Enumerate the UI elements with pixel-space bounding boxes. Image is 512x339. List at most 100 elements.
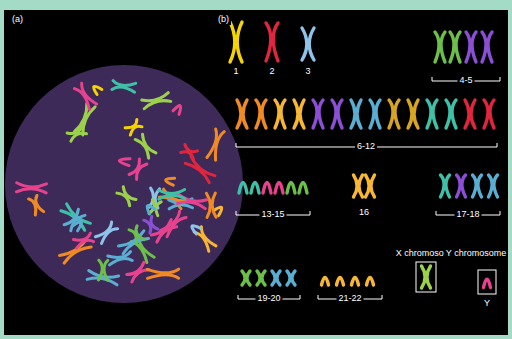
chromosome [108, 252, 132, 265]
chromosome [237, 100, 247, 128]
group-label: 13-15 [259, 209, 286, 220]
chromosome [366, 175, 375, 197]
chromatid [212, 193, 216, 217]
chromosome [230, 22, 242, 62]
chromosome [450, 32, 460, 62]
chromosome [275, 100, 285, 128]
cell-nucleus [5, 65, 243, 303]
chromosome [352, 278, 359, 286]
chromatid [337, 278, 344, 286]
chromatid [256, 100, 260, 128]
chromatid [427, 266, 431, 288]
chromosome-number: 1 [231, 66, 240, 77]
chromatid [275, 100, 279, 128]
chromosome [482, 32, 492, 62]
chromosome [332, 100, 342, 128]
chromosome [351, 100, 361, 128]
chromosome [422, 266, 431, 288]
chromosome [95, 222, 117, 243]
chromatid [165, 177, 175, 185]
chromatid [462, 175, 466, 197]
chromatid [109, 257, 132, 265]
chromatid [351, 100, 355, 128]
chromatid [466, 32, 470, 62]
chromosome [272, 271, 280, 285]
chromatid [484, 279, 491, 287]
chromatid [262, 271, 265, 285]
chromatid [395, 100, 399, 128]
chromosome [287, 271, 295, 285]
chromosome [16, 183, 46, 193]
chromatid [257, 271, 260, 285]
chromatid [472, 32, 476, 62]
chromosome [337, 278, 344, 286]
chromosome-number: 16 [357, 207, 371, 218]
chromatid [465, 100, 469, 128]
black-panel [4, 10, 508, 335]
chromatid [173, 104, 183, 114]
chromatid [190, 223, 201, 234]
group-label: 19-20 [255, 293, 282, 304]
chromatid [242, 271, 245, 285]
chromosome [206, 193, 216, 217]
chromosome [287, 183, 295, 194]
chromosome [367, 278, 374, 286]
chromatid [275, 183, 283, 194]
chromatid [389, 100, 393, 128]
chromatid [299, 183, 307, 194]
chromatid [230, 22, 235, 62]
chromosome [207, 129, 224, 160]
chromosome [135, 134, 156, 158]
chromosome [125, 119, 142, 135]
chromatid [145, 204, 155, 214]
chromatid [422, 266, 426, 288]
chromosome [275, 183, 283, 194]
chromatid [281, 100, 285, 128]
chromosome [251, 183, 259, 194]
chromatid [277, 271, 280, 285]
chromatid [134, 226, 144, 241]
chromatid [272, 271, 275, 285]
chromatid [494, 175, 498, 197]
chromosome [370, 100, 380, 128]
x-chromosome-box [416, 262, 436, 292]
chromosome [74, 83, 96, 109]
chromosome [489, 175, 498, 197]
chromosome [144, 216, 158, 233]
chromatid [237, 22, 242, 62]
chromosome [354, 175, 363, 197]
chromatid [408, 100, 412, 128]
chromatid [251, 183, 259, 194]
chromosome [466, 32, 476, 62]
chromosome [73, 233, 93, 248]
sex-chromosome-label: Y chromosome [444, 248, 508, 259]
chromosome [465, 100, 475, 128]
chromosome [98, 260, 107, 280]
chromatid [313, 100, 317, 128]
chromatid [452, 100, 456, 128]
chromosome [91, 84, 101, 94]
chromosome [64, 209, 85, 231]
chromatid [169, 204, 192, 209]
chromatid [147, 269, 178, 273]
chromosome [313, 100, 323, 128]
chromosome [161, 211, 186, 237]
chromosome [75, 103, 96, 135]
chromatid [352, 278, 359, 286]
panel-label: (b) [216, 14, 231, 25]
chromatid [414, 100, 418, 128]
chromatid [457, 175, 461, 197]
chromatid [376, 100, 380, 128]
chromatid [247, 271, 250, 285]
chromosome [127, 262, 149, 282]
chromatid [119, 157, 130, 165]
chromosome [299, 183, 307, 194]
chromatid [484, 100, 488, 128]
chromosome [484, 100, 494, 128]
chromatid [338, 100, 342, 128]
chromosome [117, 187, 136, 206]
chromosome [118, 231, 148, 254]
panel-label: (a) [10, 14, 25, 25]
chromosome [294, 100, 304, 128]
